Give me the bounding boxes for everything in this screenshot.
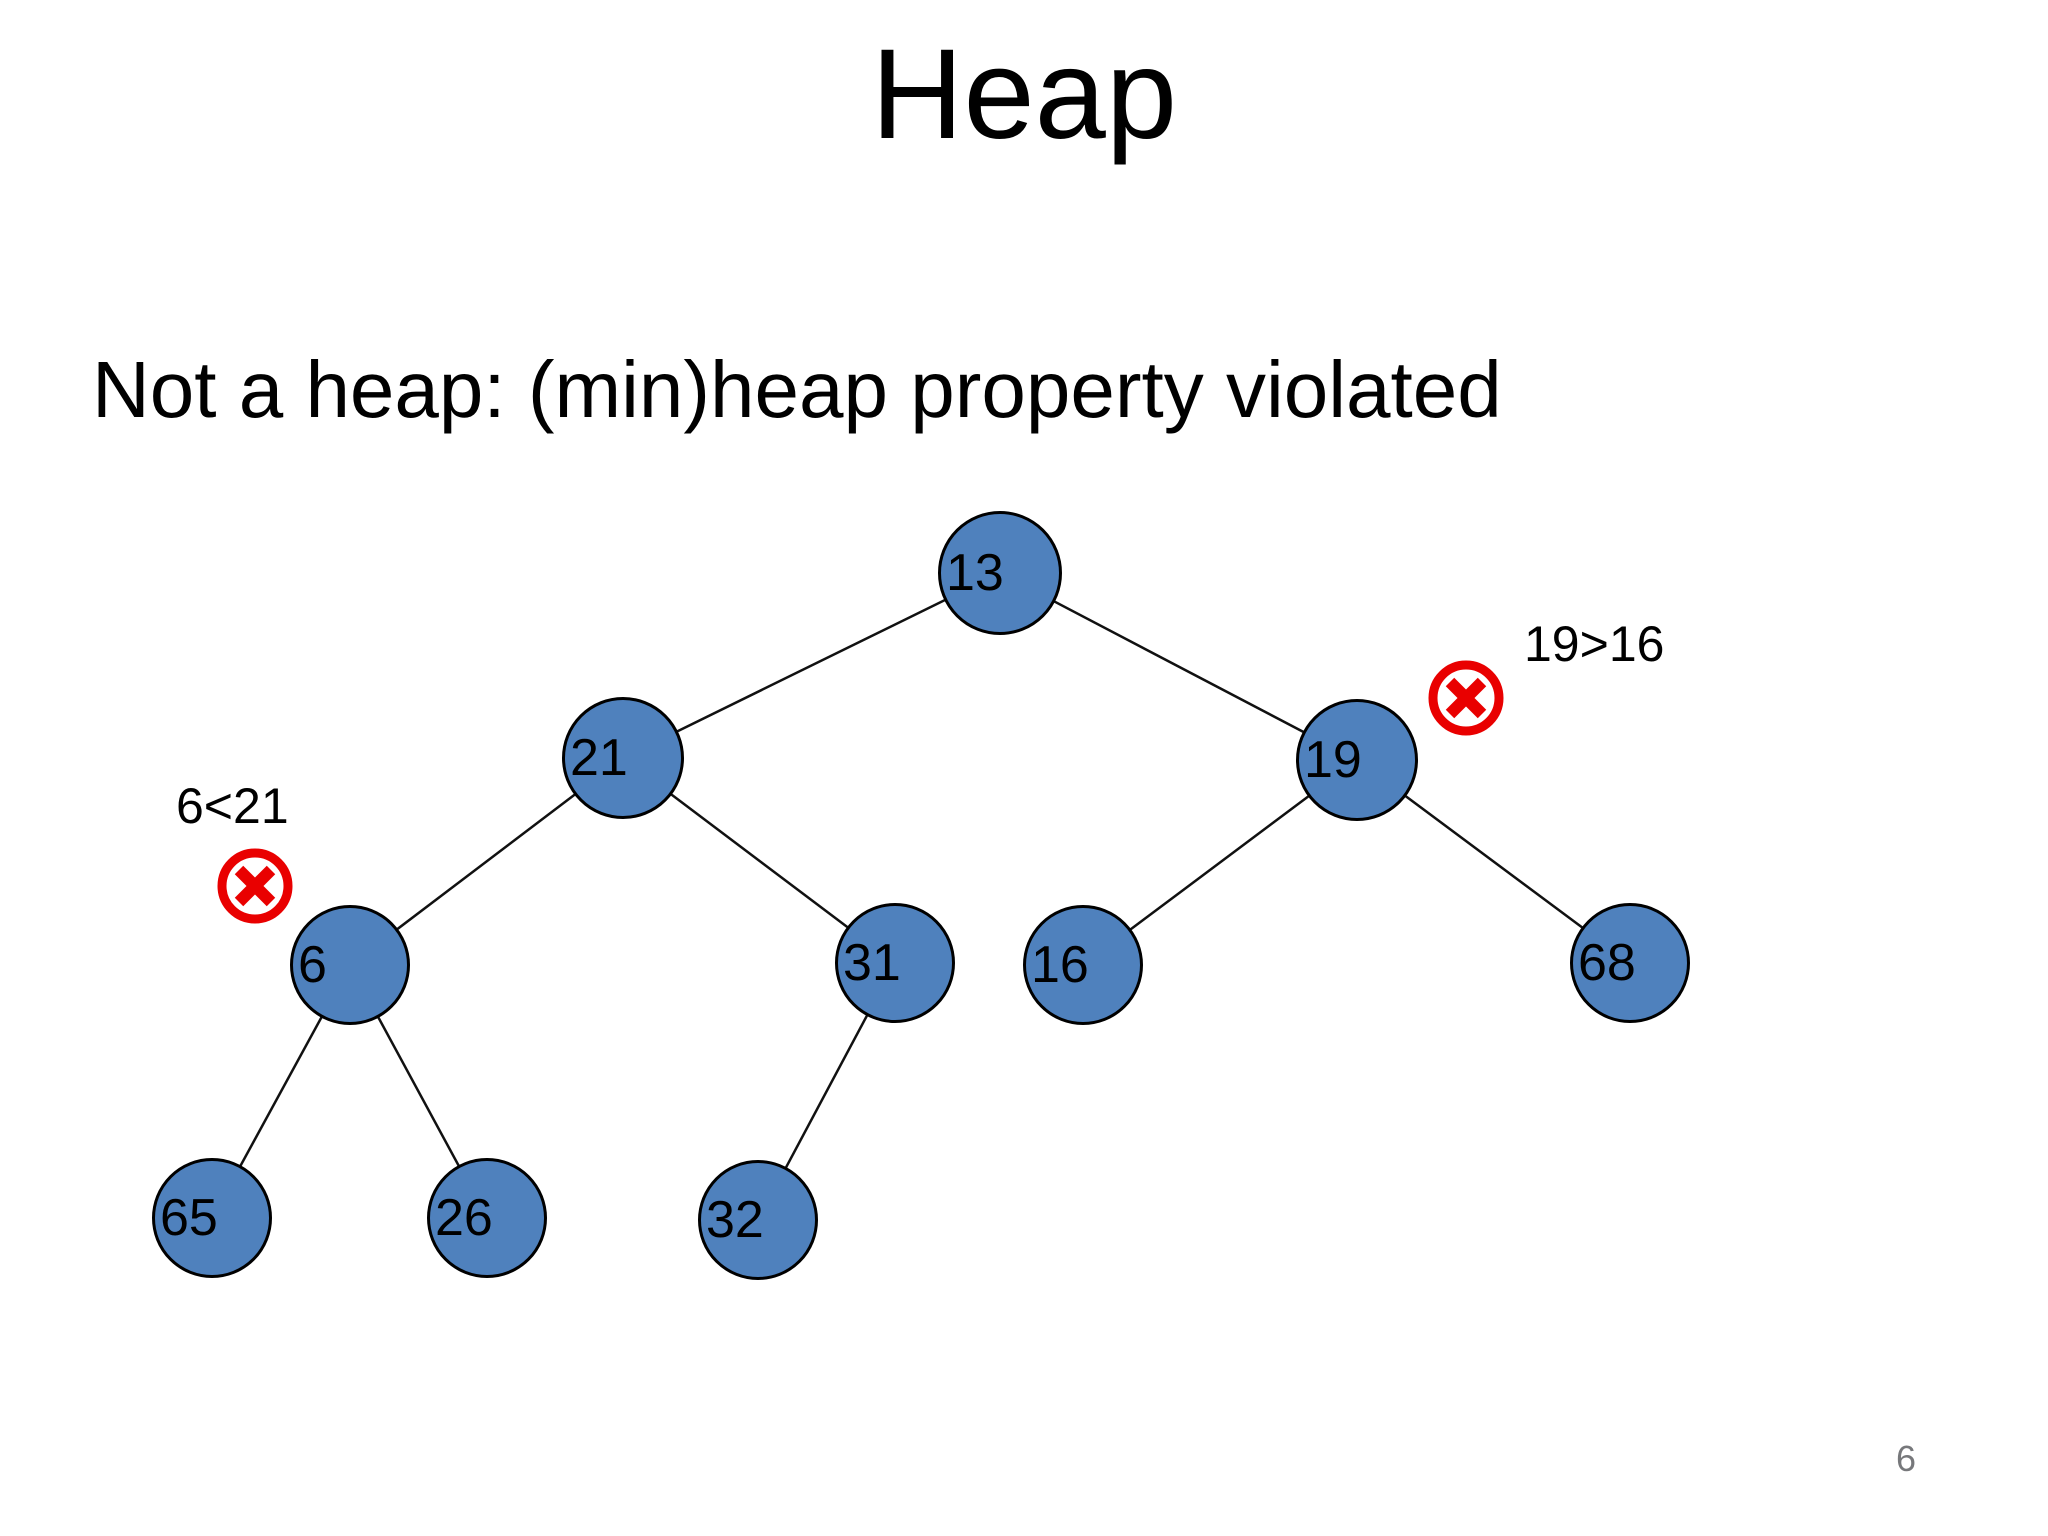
node-value: 13 (946, 544, 1004, 602)
node-value: 16 (1031, 936, 1089, 994)
node-value: 32 (706, 1191, 764, 1249)
edge-13-19 (999, 571, 1358, 762)
node-value: 26 (435, 1189, 493, 1247)
tree-node-65: 65 (152, 1158, 272, 1278)
node-value: 68 (1578, 934, 1636, 992)
node-value: 21 (570, 729, 628, 787)
subtitle: Not a heap: (min)heap property violated (92, 345, 1502, 434)
violation-label-left: 6<21 (176, 778, 289, 834)
node-value: 6 (298, 936, 327, 994)
edge-13-21 (622, 571, 1001, 760)
circled-x-icon (1428, 660, 1504, 736)
tree-node-6: 6 (290, 905, 410, 1025)
tree-node-26: 26 (427, 1158, 547, 1278)
tree-node-13: 13 (938, 511, 1062, 635)
tree-node-21: 21 (562, 697, 684, 819)
page-number: 6 (1896, 1438, 1917, 1479)
node-value: 65 (160, 1189, 218, 1247)
circled-x-icon (217, 848, 293, 924)
violation-label-right: 19>16 (1524, 616, 1665, 672)
node-value: 19 (1304, 731, 1362, 789)
page-title: Heap (871, 23, 1177, 166)
tree-node-16: 16 (1023, 905, 1143, 1025)
node-value: 31 (843, 934, 901, 992)
tree-node-32: 32 (698, 1160, 818, 1280)
tree-node-31: 31 (835, 903, 955, 1023)
tree-node-68: 68 (1570, 903, 1690, 1023)
tree-node-19: 19 (1296, 699, 1418, 821)
